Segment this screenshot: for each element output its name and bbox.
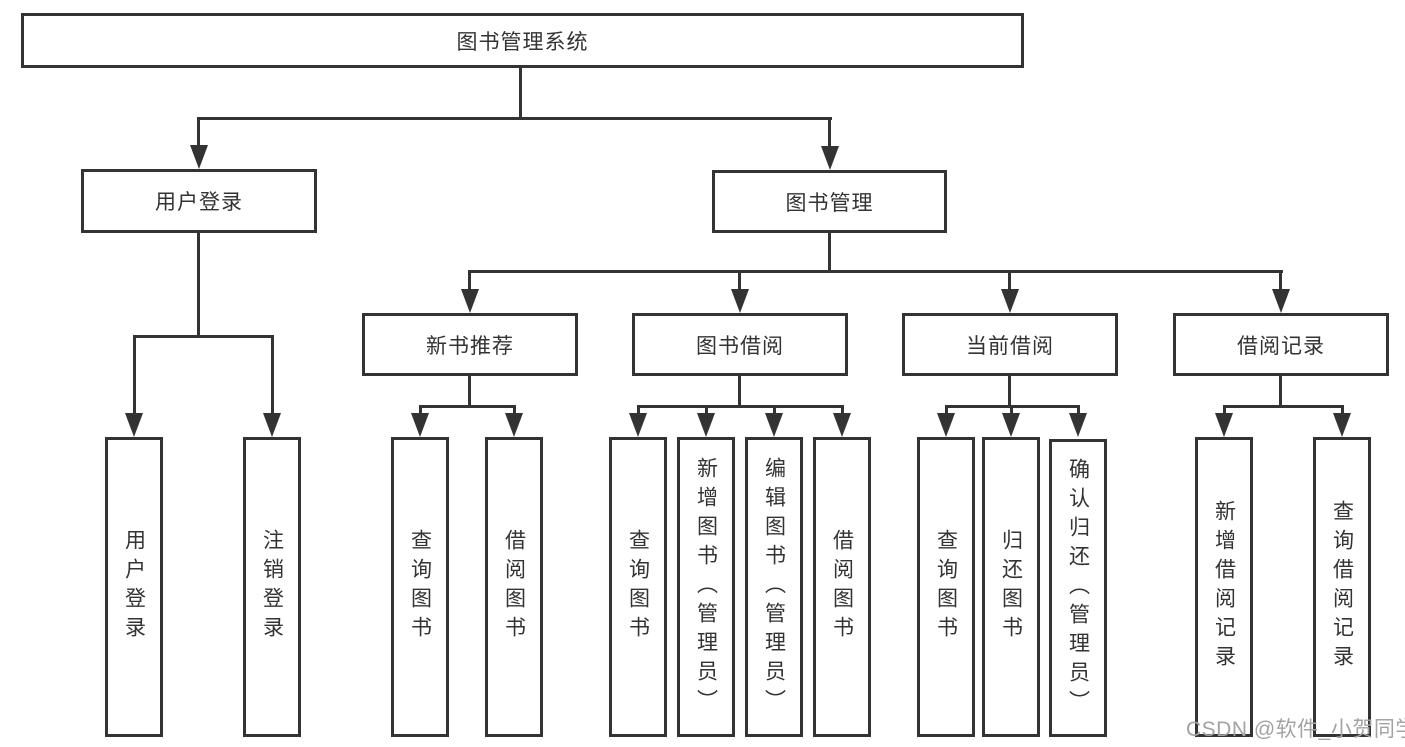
arrowhead-to-rec-borrow	[505, 413, 523, 437]
node-new-book-recommendation: 新书推荐	[362, 313, 578, 376]
node-library-management-system: 图书管理系统	[21, 13, 1024, 68]
leaf-bb-edit-books-admin: 编辑图书（管理员）	[745, 437, 803, 737]
arrowhead-to-borrow-record	[1272, 289, 1290, 313]
arrowhead-to-leaf-logout	[263, 413, 281, 437]
arrowhead-to-book-mgmt	[821, 146, 839, 170]
csdn-watermark: CSDN @软件_小贺同学	[1186, 718, 1405, 741]
leaf-bb-add-books-admin: 新增图书（管理员）	[677, 437, 735, 737]
leaf-label: 编辑图书（管理员）	[762, 456, 786, 718]
edge-drop-leaf-user-login	[133, 335, 136, 417]
edge-new-rec-splitter	[419, 405, 516, 408]
arrowhead-to-bb-query	[629, 413, 647, 437]
node-label: 当前借阅	[966, 334, 1054, 358]
leaf-label: 借阅图书	[830, 529, 854, 645]
node-current-borrowing: 当前借阅	[902, 313, 1118, 376]
edge-drop-bb-add	[705, 405, 708, 419]
arrowhead-to-user-login	[190, 145, 208, 169]
edge-drop-bb-edit	[773, 405, 776, 419]
edge-drop-cb-query	[945, 405, 948, 419]
leaf-label: 用户登录	[122, 529, 146, 645]
node-book-management: 图书管理	[712, 170, 947, 233]
edge-borrow-record-splitter	[1223, 405, 1344, 408]
node-book-borrowing: 图书借阅	[632, 313, 848, 376]
edge-user-login-splitter	[133, 335, 274, 338]
leaf-bb-query-books: 查询图书	[609, 437, 667, 737]
arrowhead-to-bb-edit	[765, 413, 783, 437]
arrowhead-to-br-add	[1215, 413, 1233, 437]
leaf-label: 确认归还（管理员）	[1066, 457, 1090, 719]
node-label: 图书借阅	[696, 334, 784, 358]
edge-drop-bb-query	[637, 405, 640, 419]
node-label: 借阅记录	[1237, 334, 1325, 358]
edge-new-rec-stem	[468, 376, 471, 407]
arrowhead-to-rec-query	[411, 413, 429, 437]
arrowhead-to-current-borrow	[1001, 289, 1019, 313]
edge-book-mgmt-stem	[828, 233, 831, 273]
edge-drop-rec-query	[419, 405, 422, 419]
arrowhead-to-cb-return	[1002, 413, 1020, 437]
leaf-cb-query-books: 查询图书	[917, 437, 975, 737]
edge-book-borrow-splitter	[637, 405, 844, 408]
arrowhead-to-new-book-rec	[461, 289, 479, 313]
edge-borrow-record-stem	[1279, 376, 1282, 407]
arrowhead-to-book-borrow	[731, 289, 749, 313]
leaf-bb-borrow-books: 借阅图书	[813, 437, 871, 737]
edge-drop-cb-confirm	[1077, 405, 1080, 419]
leaf-rec-query-books: 查询图书	[391, 437, 449, 737]
edge-drop-borrow-record	[1279, 270, 1282, 292]
leaf-br-add-record: 新增借阅记录	[1195, 437, 1253, 737]
arrowhead-to-bb-borrow	[833, 413, 851, 437]
leaf-user-login: 用户登录	[105, 437, 163, 737]
edge-root-stem	[519, 67, 522, 120]
node-label: 图书管理系统	[456, 30, 589, 54]
arrowhead-to-leaf-user-login	[125, 413, 143, 437]
arrowhead-to-cb-query	[937, 413, 955, 437]
leaf-logout: 注销登录	[243, 437, 301, 737]
edge-user-login-stem	[197, 233, 200, 338]
leaf-cb-confirm-return-admin: 确认归还（管理员）	[1049, 439, 1107, 737]
leaf-cb-return-books: 归还图书	[982, 437, 1040, 737]
leaf-label: 查询图书	[408, 529, 432, 645]
node-borrowing-records: 借阅记录	[1173, 313, 1389, 376]
edge-top-splitter	[197, 117, 832, 120]
node-label: 用户登录	[155, 191, 243, 214]
leaf-label: 新增图书（管理员）	[694, 456, 718, 718]
node-label: 图书管理	[785, 191, 874, 215]
leaf-label: 借阅图书	[502, 529, 526, 645]
leaf-label: 查询图书	[626, 529, 650, 645]
edge-drop-new-book-rec	[468, 270, 471, 292]
leaf-label: 新增借阅记录	[1212, 500, 1236, 674]
edge-drop-bb-borrow	[841, 405, 844, 419]
edge-current-borrow-stem	[1008, 376, 1011, 407]
arrowhead-to-br-query	[1333, 413, 1351, 437]
edge-drop-leaf-logout	[271, 335, 274, 417]
leaf-label: 归还图书	[999, 529, 1023, 645]
leaf-label: 查询借阅记录	[1330, 500, 1354, 674]
edge-drop-rec-borrow	[513, 405, 516, 419]
edge-drop-br-query	[1341, 405, 1344, 419]
edge-drop-user-login	[197, 117, 200, 151]
edge-drop-br-add	[1223, 405, 1226, 419]
leaf-rec-borrow-books: 借阅图书	[485, 437, 543, 737]
node-label: 新书推荐	[426, 334, 514, 358]
edge-drop-cb-return	[1010, 405, 1013, 419]
node-user-login: 用户登录	[81, 169, 317, 233]
edge-drop-book-borrow	[738, 270, 741, 292]
leaf-br-query-record: 查询借阅记录	[1313, 437, 1371, 737]
edge-book-borrow-stem	[738, 376, 741, 407]
leaf-label: 查询图书	[934, 529, 958, 645]
edge-book-mgmt-splitter	[469, 270, 1283, 273]
arrowhead-to-cb-confirm	[1069, 413, 1087, 437]
arrowhead-to-bb-add	[697, 413, 715, 437]
edge-drop-current-borrow	[1008, 270, 1011, 292]
leaf-label: 注销登录	[260, 529, 284, 645]
edge-drop-book-mgmt	[828, 117, 831, 152]
